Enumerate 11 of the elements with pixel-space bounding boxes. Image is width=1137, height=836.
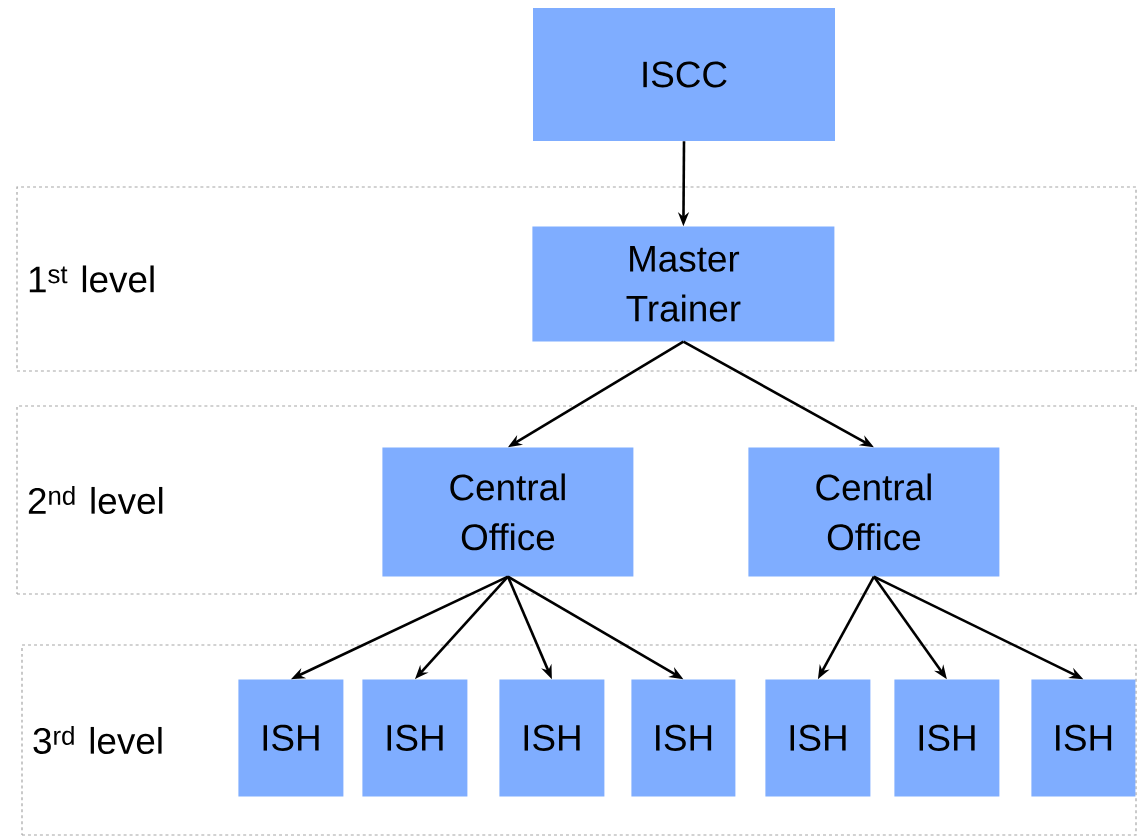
org-box: Central Office xyxy=(748,447,1000,577)
org-box: ISH xyxy=(499,679,605,797)
org-box: ISH xyxy=(1031,679,1136,797)
org-box: ISCC xyxy=(533,8,835,141)
org-box: ISH xyxy=(894,679,1000,797)
org-box: ISH xyxy=(362,679,468,797)
org-box: Master Trainer xyxy=(532,226,835,342)
org-box: Central Office xyxy=(382,447,634,577)
org-box: ISH xyxy=(765,679,871,797)
org-box: ISH xyxy=(238,679,344,797)
org-box: ISH xyxy=(631,679,736,797)
